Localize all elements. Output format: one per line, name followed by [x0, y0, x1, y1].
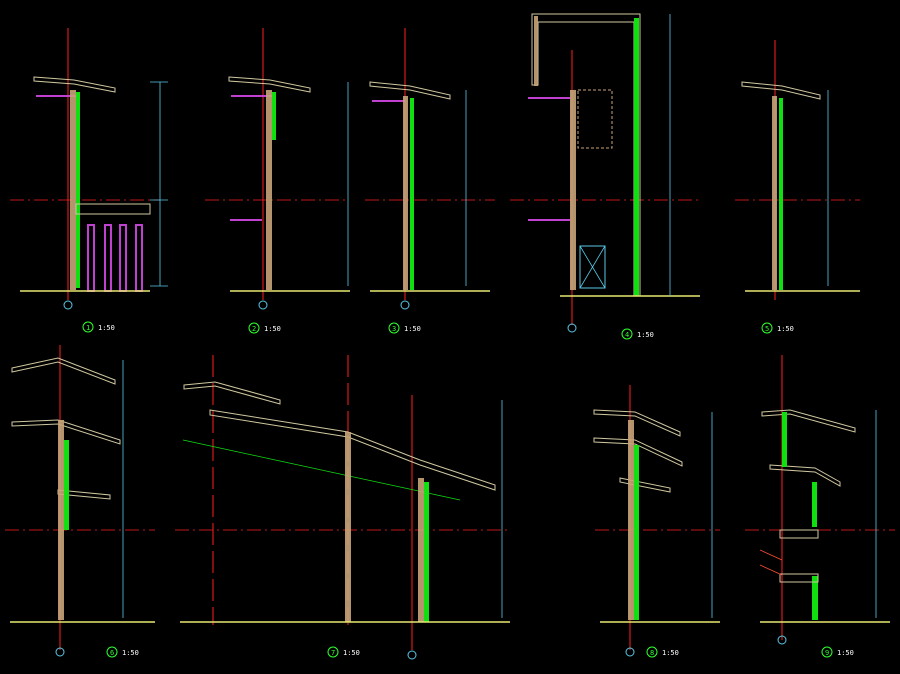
grid-bubble: [777, 635, 787, 645]
roof-slab: [209, 409, 496, 491]
roof-slope-line: [182, 439, 461, 501]
detail-bubble: [327, 646, 339, 658]
grid-bubble: [55, 647, 65, 657]
glazing-strip: [410, 98, 414, 290]
roof-eave: [183, 381, 281, 405]
wall-core: [266, 90, 272, 290]
detail-number: 9: [825, 649, 829, 657]
wall-core: [58, 420, 64, 620]
roof-eave: [761, 409, 856, 433]
detail-bubble: [82, 321, 94, 333]
detail-bubble: [646, 646, 658, 658]
roof-eave: [33, 76, 116, 93]
roof-eave: [228, 76, 311, 93]
roof-eave: [11, 357, 116, 385]
wall-core: [403, 96, 408, 290]
grid-bubble: [407, 650, 417, 660]
detail-scale: 1:50: [98, 324, 115, 332]
door-panel: [579, 245, 606, 289]
floor-slab: [779, 529, 819, 539]
section-detail-8: 8 1:50: [593, 385, 720, 658]
column: [135, 224, 143, 292]
section-detail-4: 4 1:50: [510, 13, 700, 340]
detail-number: 3: [392, 325, 396, 333]
roof-eave: [369, 81, 451, 100]
detail-scale: 1:50: [837, 649, 854, 657]
column: [87, 224, 95, 292]
column: [104, 224, 112, 292]
detail-scale: 1:50: [343, 649, 360, 657]
section-detail-2: 2 1:50: [205, 28, 350, 334]
door-frame: [577, 89, 613, 149]
glazing-strip: [64, 440, 69, 530]
wall-core: [628, 420, 634, 620]
floor-slab: [779, 573, 819, 583]
detail-number: 7: [331, 649, 335, 657]
roof-eave: [593, 409, 681, 437]
roof-eave: [619, 477, 671, 493]
glazing-strip: [634, 18, 639, 296]
section-detail-9: 9 1:50: [745, 355, 895, 658]
glazing-strip: [812, 576, 818, 620]
detail-number: 2: [252, 325, 256, 333]
detail-scale: 1:50: [637, 331, 654, 339]
detail-number: 4: [625, 331, 629, 339]
glazing-strip: [76, 92, 80, 288]
detail-bubble: [821, 646, 833, 658]
detail-scale: 1:50: [404, 325, 421, 333]
wall-core: [534, 16, 538, 86]
grid-bubble: [625, 647, 635, 657]
section-detail-3: 3 1:50: [365, 28, 495, 334]
section-detail-7: 7 1:50: [175, 355, 510, 660]
detail-bubble: [248, 322, 260, 334]
roof-eave: [769, 464, 841, 487]
parapet-frame: [531, 13, 641, 297]
detail-number: 8: [650, 649, 654, 657]
glazing-strip: [812, 482, 817, 527]
detail-bubble: [761, 322, 773, 334]
grid-bubble: [567, 323, 577, 333]
detail-bubble: [621, 328, 633, 340]
glazing-strip: [424, 482, 429, 622]
section-detail-1: 1 1:50: [10, 28, 168, 333]
stair-line: [759, 564, 783, 576]
glazing-strip: [634, 445, 639, 620]
wall-core: [345, 432, 351, 622]
glazing-strip: [782, 412, 787, 467]
wall-core: [570, 90, 576, 290]
wall-core: [70, 90, 76, 290]
detail-scale: 1:50: [777, 325, 794, 333]
detail-number: 6: [110, 649, 114, 657]
column: [119, 224, 127, 292]
detail-bubble: [106, 646, 118, 658]
detail-scale: 1:50: [264, 325, 281, 333]
wall-core: [772, 96, 777, 290]
detail-bubble: [388, 322, 400, 334]
detail-number: 1: [86, 324, 90, 332]
grid-bubble: [258, 300, 268, 310]
glazing-strip: [272, 92, 276, 140]
grid-bubble: [400, 300, 410, 310]
roof-eave: [593, 437, 683, 467]
detail-scale: 1:50: [662, 649, 679, 657]
glazing-strip: [779, 98, 783, 290]
stair-line: [759, 549, 783, 561]
section-detail-5: 5 1:50: [735, 40, 860, 334]
wall-core: [418, 478, 424, 622]
detail-number: 5: [765, 325, 769, 333]
detail-scale: 1:50: [122, 649, 139, 657]
floor-slab: [75, 203, 151, 215]
grid-bubble: [63, 300, 73, 310]
roof-eave: [741, 81, 821, 100]
section-detail-6: 6 1:50: [5, 345, 155, 658]
